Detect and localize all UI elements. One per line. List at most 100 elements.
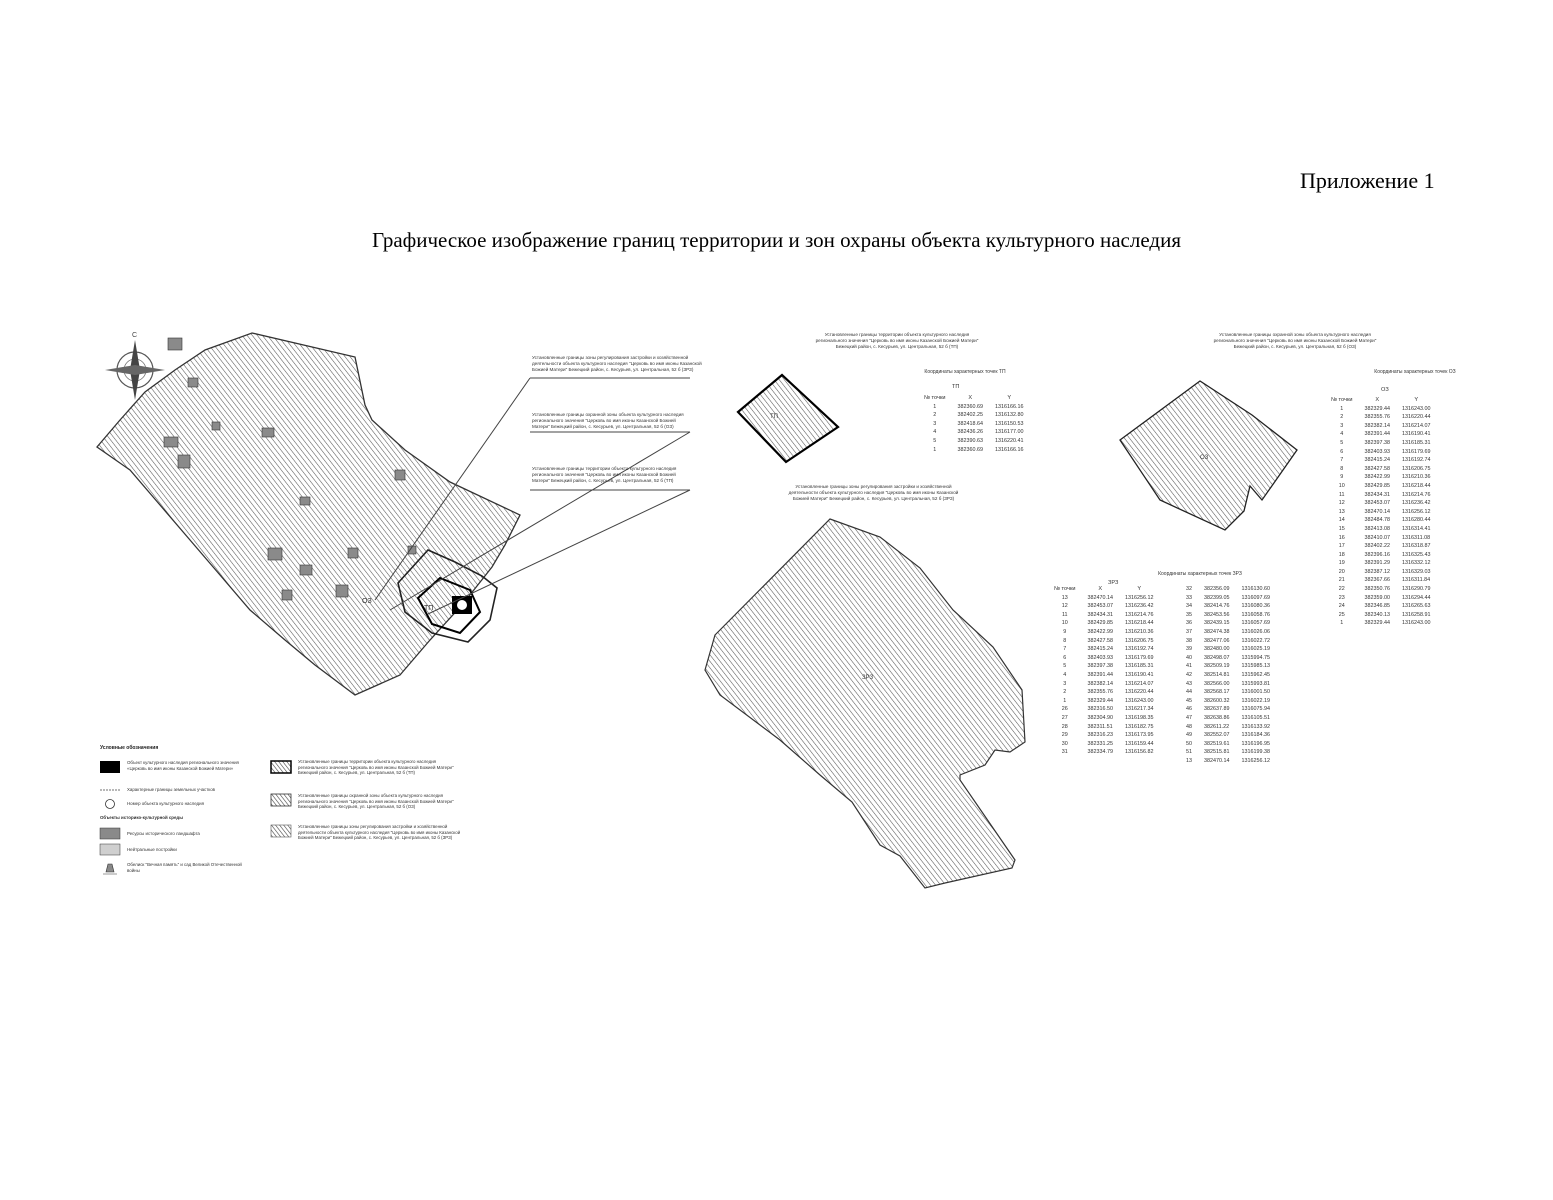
coord-x: 382340.13 [1364, 611, 1391, 618]
coord-x: 382399.05 [1204, 594, 1230, 601]
coord-y: 1316265.63 [1402, 603, 1431, 610]
coord-y: 1316329.03 [1402, 568, 1431, 575]
coord-x: 382470.14 [1364, 508, 1391, 515]
coord-y: 1315962.45 [1241, 671, 1270, 678]
point-number: 35 [1186, 611, 1192, 618]
coord-x: 382566.00 [1204, 680, 1230, 687]
coord-y: 1316022.72 [1241, 637, 1270, 644]
coord-y: 1316220.44 [1402, 414, 1431, 421]
coord-x: 382355.76 [1364, 414, 1391, 421]
coord-x: 382382.14 [1364, 422, 1391, 429]
coord-x: 382477.06 [1204, 637, 1230, 644]
point-number: 13 [1186, 757, 1192, 764]
coord-x: 382355.76 [1087, 689, 1114, 696]
point-number: 40 [1186, 654, 1192, 661]
point-number: 38 [1186, 637, 1192, 644]
coord-y: 1316075.94 [1241, 706, 1270, 713]
main-map-zrz-zone [96, 332, 521, 696]
point-number: 11 [1338, 491, 1345, 498]
oz-col-x: X [1375, 397, 1380, 403]
point-number: 9 [1340, 474, 1344, 481]
coord-y: 1316022.19 [1241, 697, 1270, 704]
point-number: 25 [1338, 611, 1345, 618]
coord-x: 382514.81 [1204, 671, 1230, 678]
coord-y: 1316179.69 [1402, 448, 1431, 455]
coord-x: 382387.12 [1364, 568, 1391, 575]
coord-x: 382402.22 [1364, 543, 1391, 550]
coord-x: 382436.26 [957, 429, 984, 436]
point-number: 44 [1186, 689, 1192, 696]
zrz-panel-heading: Установленные границы зоны регулирования… [788, 484, 959, 501]
legend-item-landscape: Ресурсы исторического ландшафта [127, 831, 200, 836]
legend-swatches [99, 760, 292, 875]
coord-x: 382367.66 [1364, 577, 1391, 584]
point-number: 29 [1061, 732, 1068, 739]
tp-panel-heading: Установленные границы территории объекта… [815, 332, 979, 349]
coord-x: 382360.69 [957, 403, 984, 410]
coord-y: 1316214.76 [1402, 491, 1431, 498]
coord-y: 1316214.76 [1125, 611, 1154, 618]
coord-x: 382429.85 [1087, 620, 1114, 627]
coord-x: 382484.78 [1364, 517, 1391, 524]
coord-x: 382329.44 [1087, 697, 1114, 704]
coord-y: 1316258.91 [1402, 611, 1431, 618]
point-number: 12 [1061, 603, 1068, 610]
coord-x: 382329.44 [1364, 405, 1391, 412]
oz-panel-heading: Установленные границы охранной зоны объе… [1213, 332, 1377, 349]
point-number: 10 [1061, 620, 1068, 627]
tp-coords-title: Координаты характерных точек ТП [924, 369, 1006, 375]
coord-x: 382391.29 [1364, 560, 1391, 567]
coord-x: 382453.56 [1204, 611, 1230, 618]
coord-y: 1316199.38 [1241, 749, 1270, 756]
coord-y: 1316190.41 [1402, 431, 1431, 438]
point-number: 3 [1340, 422, 1344, 429]
coord-y: 1316177.00 [995, 429, 1024, 436]
coord-y: 1316210.36 [1402, 474, 1431, 481]
coord-x: 382418.64 [957, 420, 984, 427]
coord-x: 382422.99 [1087, 628, 1114, 635]
main-map [96, 332, 691, 696]
zrz-col-y: Y [1137, 586, 1142, 592]
coord-y: 1316159.44 [1125, 740, 1154, 747]
coord-y: 1316243.00 [1402, 405, 1431, 412]
point-number: 7 [1340, 457, 1344, 464]
point-number: 4 [1063, 671, 1067, 678]
coord-y: 1316243.00 [1125, 697, 1154, 704]
coord-y: 1316196.95 [1241, 740, 1270, 747]
coord-y: 1316166.16 [995, 403, 1024, 410]
coord-y: 1316243.00 [1402, 620, 1431, 627]
tp-col-y: Y [1007, 395, 1012, 401]
coord-x: 382498.07 [1204, 654, 1230, 661]
svg-text:С: С [132, 332, 137, 339]
coord-x: 382415.24 [1087, 646, 1114, 653]
legend-item-tp-border: Установленные границы территории объекта… [298, 759, 454, 776]
legend-item-env-objects: Объекты историко-культурной среды [100, 815, 183, 820]
coord-y: 1316206.75 [1402, 465, 1431, 472]
zrz-panel-zone-label: ЗРЗ [862, 675, 874, 681]
point-number: 21 [1338, 577, 1345, 584]
oz-col-y: Y [1414, 397, 1419, 403]
coord-y: 1316256.12 [1125, 594, 1154, 601]
